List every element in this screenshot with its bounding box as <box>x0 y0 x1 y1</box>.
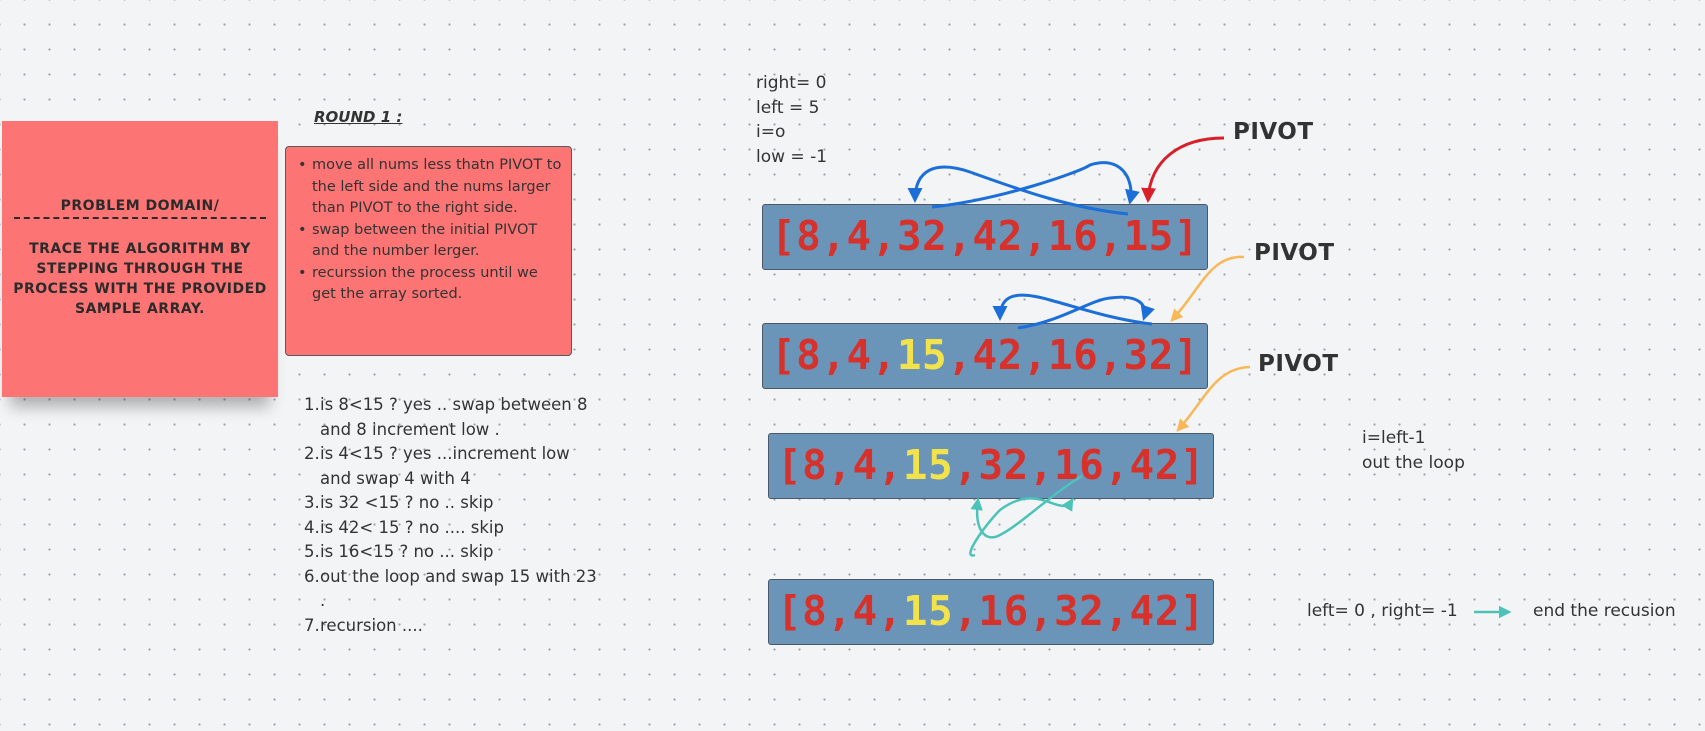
swap-arrow-blue <box>992 293 1153 326</box>
pivot-label-2: PIVOT <box>1254 240 1335 266</box>
divider <box>14 217 266 219</box>
end-recursion-note[interactable]: end the recusion <box>1533 601 1676 621</box>
swap-arrow-teal <box>970 474 1083 539</box>
round-rule-3: recurssion the process until we get the … <box>298 263 563 306</box>
round-rule-1: move all nums less thatn PIVOT to the le… <box>298 155 563 220</box>
loop-note-line-2: out the loop <box>1362 453 1465 473</box>
loop-note[interactable]: i=left-1 out the loop <box>1362 426 1465 476</box>
array-box-3[interactable]: [8,4,15,32,16,42] <box>768 433 1214 499</box>
swap-arrow-teal <box>969 497 1074 557</box>
step-item: 6.out the loop and swap 15 with 23 . <box>304 566 597 611</box>
round-rules-box[interactable]: move all nums less thatn PIVOT to the le… <box>285 146 572 356</box>
var-low: low = -1 <box>756 146 828 167</box>
problem-domain-note[interactable]: PROBLEM DOMAIN/ TRACE THE ALGORITHM BY S… <box>2 121 278 397</box>
round-title: ROUND 1 : <box>314 108 403 126</box>
round-rule-2: swap between the initial PIVOT and the n… <box>298 220 563 263</box>
array-box-4[interactable]: [8,4,15,16,32,42] <box>768 579 1214 645</box>
loop-note-line-1: i=left-1 <box>1362 428 1426 448</box>
steps-list[interactable]: 1.is 8<15 ? yes .. swap between 8 and 8 … <box>300 393 600 638</box>
problem-domain-title: PROBLEM DOMAIN/ <box>60 198 220 214</box>
pivot-label-1: PIVOT <box>1233 119 1314 145</box>
step-item: 2.is 4<15 ? yes ...increment low and swa… <box>304 444 570 488</box>
array-box-2[interactable]: [8,4,15,42,16,32] <box>762 323 1208 389</box>
step-item: 5.is 16<15 ? no ... skip <box>304 542 494 561</box>
end-condition-note[interactable]: left= 0 , right= -1 <box>1307 601 1458 621</box>
swap-arrow-blue <box>1017 295 1155 330</box>
var-right: right= 0 <box>756 73 827 93</box>
variables-block[interactable]: right= 0 left = 5 i=o low = -1 <box>756 71 827 169</box>
problem-domain-body: TRACE THE ALGORITHM BY STEPPING THROUGH … <box>13 241 267 317</box>
step-item: 3.is 32 <15 ? no .. skip <box>304 493 494 512</box>
var-left: left = 5 <box>756 97 820 118</box>
pivot-arrow-orange <box>1170 255 1245 322</box>
step-item: 1.is 8<15 ? yes .. swap between 8 and 8 … <box>304 395 588 439</box>
step-item: 4.is 42< 15 ? no .... skip <box>304 517 504 537</box>
pivot-arrow-red <box>1141 136 1225 203</box>
swap-arrow-blue <box>931 161 1140 209</box>
array-box-1[interactable]: [8,4,32,42,16,15] <box>762 204 1208 270</box>
swap-arrow-blue <box>907 165 1129 216</box>
pivot-label-3: PIVOT <box>1258 351 1339 377</box>
step-item: 7.recursion .... <box>304 615 423 635</box>
round-rules-list: move all nums less thatn PIVOT to the le… <box>286 147 571 306</box>
pivot-arrow-orange <box>1176 365 1251 432</box>
var-i: i=o <box>756 122 786 142</box>
